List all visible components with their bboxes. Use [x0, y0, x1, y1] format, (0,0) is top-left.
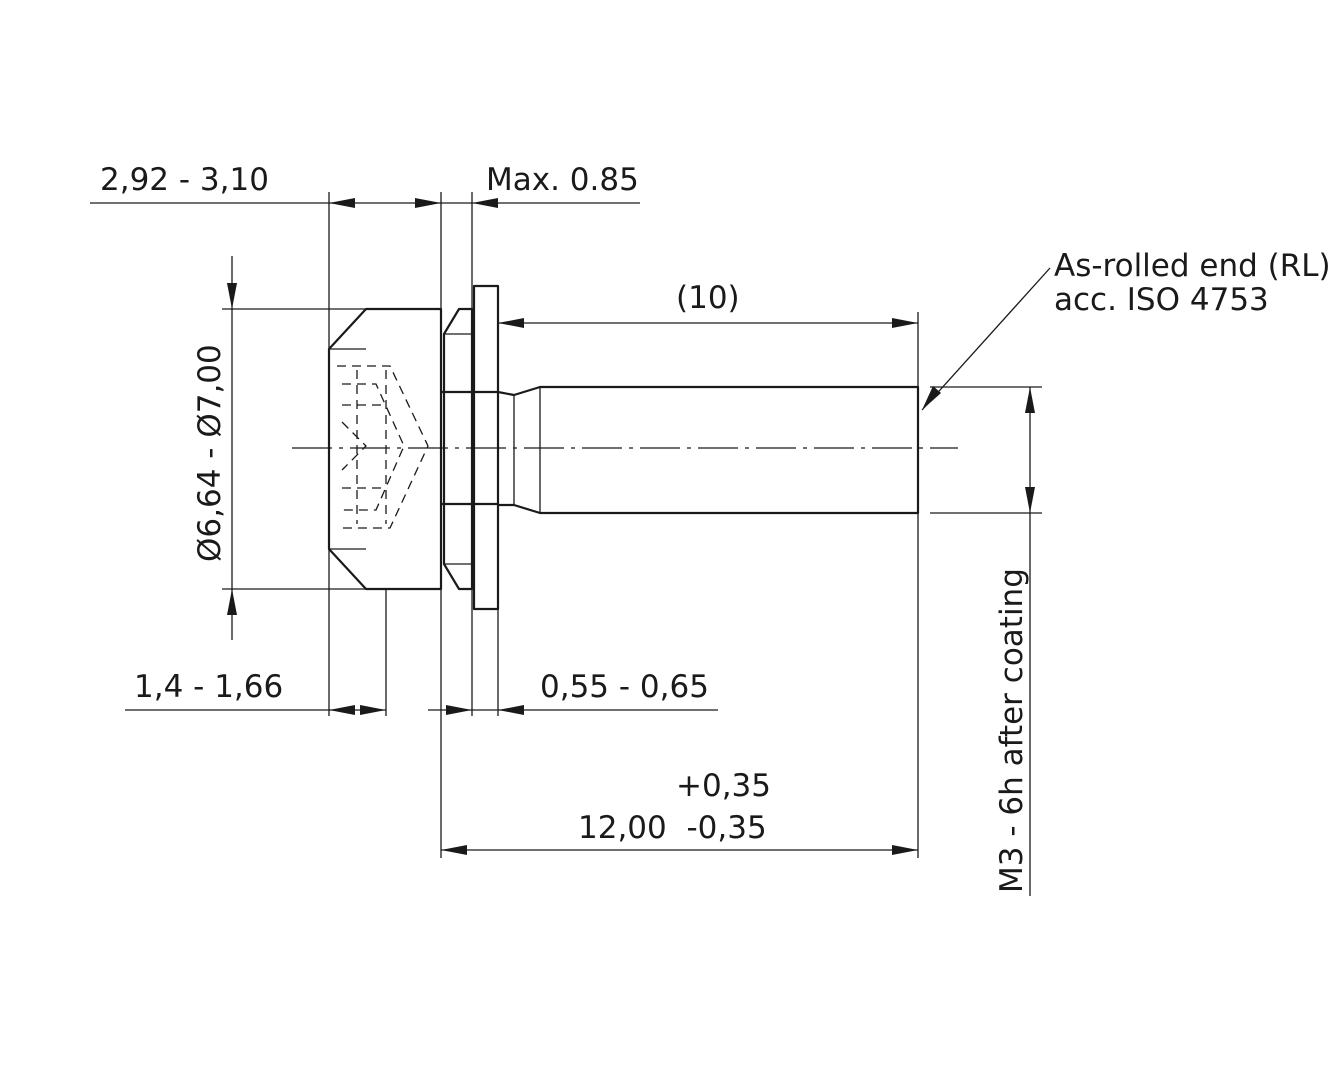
label-washer-thickness: 0,55 - 0,65: [540, 669, 709, 705]
screw-shank: [441, 385, 920, 515]
label-head-diameter: Ø6,64 - Ø7,00: [192, 344, 228, 562]
hex-socket-hidden: [337, 365, 429, 529]
dim-thread-length: (10): [498, 280, 918, 328]
dim-thread-spec: M3 - 6h after coating: [994, 387, 1035, 896]
note-end-line1: As-rolled end (RL): [1054, 248, 1331, 284]
label-thread-length: (10): [676, 280, 740, 316]
dim-overall-length: +0,35 12,00 -0,35: [441, 768, 918, 855]
label-thread-spec: M3 - 6h after coating: [994, 568, 1030, 893]
label-length-plus: +0,35: [676, 768, 771, 804]
dim-head-diameter: Ø6,64 - Ø7,00: [192, 256, 237, 640]
screw-head: [327, 307, 443, 591]
label-length-nominal: 12,00 -0,35: [578, 810, 767, 846]
dim-head-height: 2,92 - 3,10: [90, 162, 441, 208]
dim-washer-max: Max. 0.85: [441, 162, 640, 208]
leader-rolled-end: As-rolled end (RL) acc. ISO 4753: [921, 248, 1331, 411]
label-head-height: 2,92 - 3,10: [100, 162, 269, 198]
extension-lines: [222, 192, 1042, 858]
label-recess-depth: 1,4 - 1,66: [134, 669, 283, 705]
label-washer-max: Max. 0.85: [486, 162, 639, 198]
dim-recess-depth: 1,4 - 1,66: [125, 669, 386, 715]
dim-washer-thickness: 0,55 - 0,65: [428, 669, 718, 715]
washer-conical: [442, 307, 474, 591]
note-end-line2: acc. ISO 4753: [1054, 282, 1269, 318]
